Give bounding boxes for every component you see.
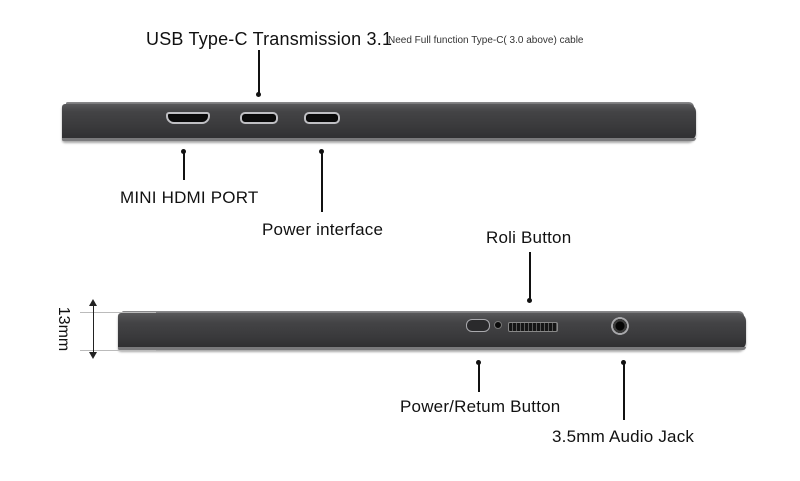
power-interface-label: Power interface bbox=[262, 220, 384, 239]
indicator-led bbox=[494, 321, 502, 329]
mini-hdmi-label: MINI HDMI PORT bbox=[120, 188, 259, 207]
usb-type-c-label: USB Type-C Transmission 3.1 bbox=[146, 29, 393, 49]
power-return-button bbox=[466, 319, 490, 332]
audio-jack-label: 3.5mm Audio Jack bbox=[552, 427, 695, 446]
usb-type-c-leader bbox=[258, 50, 260, 94]
power-interface-leader bbox=[321, 152, 323, 212]
dimension-top-tick bbox=[80, 312, 156, 313]
bottom-device-bottom-edge bbox=[118, 347, 746, 350]
power-return-leader bbox=[478, 362, 480, 392]
mini-hdmi-leader bbox=[183, 152, 185, 180]
power-return-label: Power/Retum Button bbox=[400, 397, 561, 416]
dimension-line bbox=[93, 304, 94, 356]
mini-hdmi-port bbox=[166, 112, 210, 124]
usb-type-c-port bbox=[240, 112, 278, 124]
usb-cable-note: Need Full function Type-C( 3.0 above) ca… bbox=[388, 35, 584, 46]
top-device-bottom-edge bbox=[62, 138, 696, 141]
monitor-side-view-controls bbox=[118, 313, 746, 350]
power-interface-leader-dot bbox=[319, 149, 324, 154]
monitor-side-view-ports bbox=[62, 104, 696, 141]
dimension-bottom-tick bbox=[80, 350, 156, 351]
audio-jack-leader bbox=[623, 362, 625, 420]
dimension-arrow-up-icon bbox=[89, 299, 97, 306]
roli-button-wheel bbox=[508, 322, 558, 332]
audio-jack bbox=[611, 317, 629, 335]
power-interface-port bbox=[304, 112, 340, 124]
thickness-label: 13mm bbox=[55, 306, 72, 352]
roli-button-leader-dot bbox=[527, 298, 532, 303]
mini-hdmi-leader-dot bbox=[181, 149, 186, 154]
roli-button-label: Roli Button bbox=[486, 228, 572, 247]
usb-type-c-leader-dot bbox=[256, 92, 261, 97]
dimension-arrow-down-icon bbox=[89, 352, 97, 359]
roli-button-leader bbox=[529, 252, 531, 300]
